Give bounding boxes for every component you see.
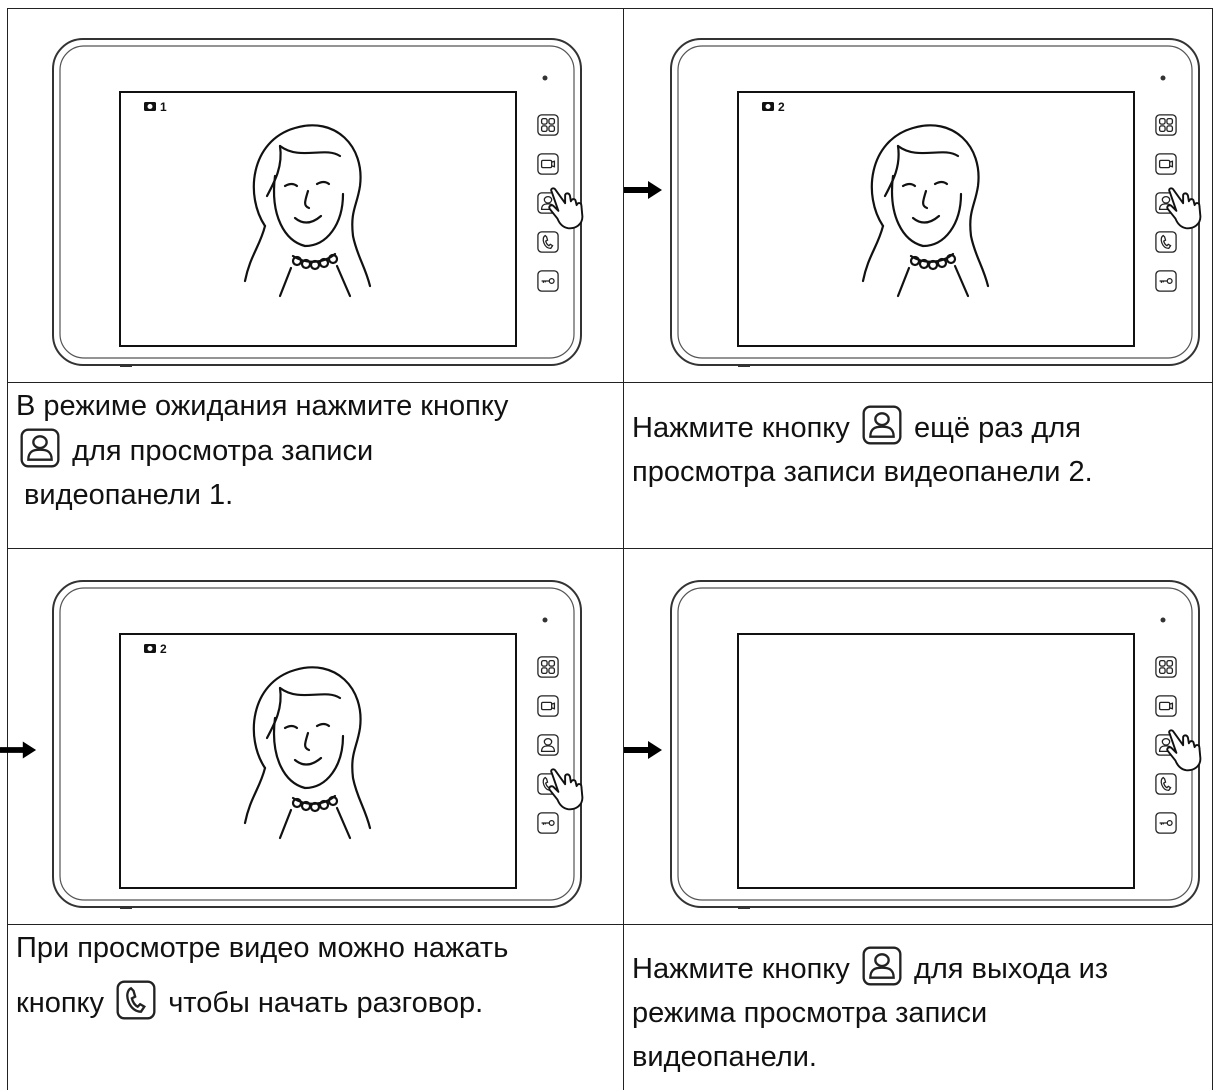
arrow-right-icon [624,180,664,200]
visitor-face-image [243,666,372,840]
camera-icon [1155,153,1177,175]
quad-view-icon [1155,656,1177,678]
arrow-right-icon [624,740,664,760]
caption-step-4: Нажмите кнопку для выхода из режима прос… [632,946,1202,1079]
visitor-face-image [861,124,990,298]
caption-text: В режиме ожидания нажмите кнопку [16,390,509,422]
monitor-button-icon [862,946,902,986]
caption-text: режима просмотра записи [632,997,988,1029]
camera-icon [537,695,559,717]
monitor-icon [537,734,559,756]
caption-text: Нажмите кнопку [632,412,850,444]
camera-number: 1 [160,100,167,114]
pressing-hand-icon [548,768,584,811]
pressing-hand-icon [1166,187,1202,230]
unlock-icon [1155,812,1177,834]
blank-screen [737,633,1135,889]
caption-text: При просмотре видео можно нажать [16,932,509,964]
camera-overlay: 2 [762,100,785,114]
quad-view-icon [537,114,559,136]
talk-icon [537,231,559,253]
caption-text: видеопанели 1. [24,479,234,511]
caption-text: для выхода из [913,953,1109,985]
visitor-face-image [243,124,372,298]
caption-step-1: В режиме ожидания нажмите кнопку для про… [16,384,606,517]
arrow-right-icon [0,740,38,760]
caption-text: Нажмите кнопку [632,953,850,985]
caption-text: для просмотра записи [72,435,374,467]
pressing-hand-icon [548,187,584,230]
caption-text: кнопку [16,987,105,1019]
instruction-table [7,8,1213,1090]
table-divider [7,382,1213,383]
unlock-icon [537,270,559,292]
unlock-icon [1155,270,1177,292]
table-border-right [1212,8,1213,1090]
quad-view-icon [1155,114,1177,136]
caption-text: ещё раз для [913,412,1081,444]
monitor-button-icon [862,405,902,445]
caption-step-2: Нажмите кнопку ещё раз для просмотра зап… [632,405,1202,494]
talk-icon [1155,773,1177,795]
unlock-icon [537,812,559,834]
pressing-hand-icon [1166,729,1202,772]
caption-text: видеопанели. [632,1041,817,1073]
camera-number: 2 [160,642,167,656]
table-divider [7,548,1213,549]
camera-number: 2 [778,100,785,114]
table-divider [7,924,1213,925]
table-column-divider [623,8,624,1090]
camera-icon [1155,695,1177,717]
table-border-left [7,8,8,1090]
quad-view-icon [537,656,559,678]
camera-icon [537,153,559,175]
caption-text: чтобы начать разговор. [168,987,484,1019]
caption-step-3: При просмотре видео можно нажать кнопку … [16,926,606,1025]
talk-button-icon [116,980,156,1020]
camera-overlay: 1 [144,100,167,114]
talk-icon [1155,231,1177,253]
camera-overlay: 2 [144,642,167,656]
caption-text: просмотра записи видеопанели 2. [632,456,1093,488]
monitor-button-icon [20,428,60,468]
table-border-top [7,8,1213,9]
